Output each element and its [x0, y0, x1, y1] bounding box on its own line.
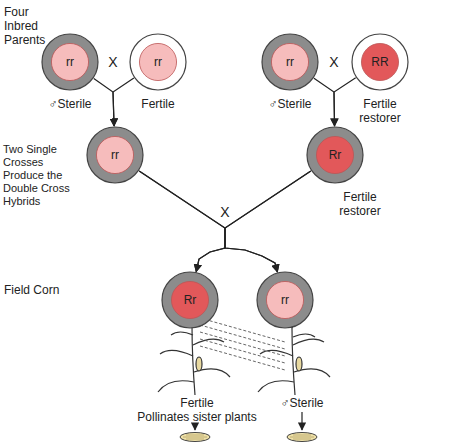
kernels: [183, 435, 207, 439]
genotype-label: rr: [261, 33, 319, 91]
cross-arrow: [94, 79, 114, 126]
annotation-text: Fertile: [167, 396, 227, 410]
cross-symbol: X: [103, 54, 123, 70]
leaves: [258, 334, 330, 392]
plant-stalk: [192, 325, 195, 395]
genotype-circle: Rr: [161, 271, 219, 329]
corn-ear: [180, 433, 210, 442]
cross-arrow: [225, 171, 311, 272]
genotype-circle: rr: [256, 271, 314, 329]
ear: [296, 357, 302, 371]
cross-arrow: [139, 171, 225, 272]
genotype-label: rr: [86, 126, 144, 184]
cytoplasm-ring: [42, 34, 98, 90]
cytoplasm-ring: [307, 127, 363, 183]
genotype-circle: RRFertile restorer: [351, 33, 409, 91]
pollen-line: [200, 346, 285, 370]
pollen-line: [200, 325, 285, 349]
genotype-circle: rrFertile: [129, 33, 187, 91]
pollen-line: [200, 339, 285, 363]
cross-arrow: [334, 78, 356, 126]
plant-stalk: [292, 328, 295, 395]
genotype-circle: rr: [86, 126, 144, 184]
cytoplasm-ring: [130, 34, 186, 90]
cytoplasm-ring: [352, 34, 408, 90]
corn-ear: [287, 433, 317, 442]
annotation-text: Pollinates sister plants: [112, 410, 282, 424]
genotype-circle: rr♂Sterile: [261, 33, 319, 91]
cytoplasm-ring: [87, 127, 143, 183]
plant-type-label: ♂Sterile: [255, 97, 325, 111]
cross-arrow: [196, 171, 311, 272]
genotype-circle: RrFertile restorer: [306, 126, 364, 184]
down-arrow: [301, 412, 302, 430]
corn-ear: [287, 433, 317, 442]
annotation-text: ♂Sterile: [267, 396, 337, 410]
cross-arrow: [314, 78, 335, 126]
pollen-flow: [200, 318, 285, 370]
ear: [196, 357, 202, 371]
genotype-label: Rr: [306, 126, 364, 184]
cross-symbol: X: [215, 204, 235, 220]
annotation-text: Four Inbred Parents: [4, 5, 54, 47]
plant-type-label: Fertile restorer: [330, 190, 390, 218]
annotation-text: Field Corn: [4, 283, 84, 297]
kernels: [290, 435, 314, 439]
cross-arrow: [139, 171, 277, 272]
corn-ear: [180, 433, 210, 442]
cytoplasm-ring: [262, 34, 318, 90]
leaves: [158, 332, 230, 392]
cytoplasm-ring: [162, 272, 218, 328]
genotype-label: RR: [351, 33, 409, 91]
genotype-label: rr: [256, 271, 314, 329]
annotation-text: Two Single Crosses Produce the Double Cr…: [3, 143, 85, 208]
genotype-label: rr: [129, 33, 187, 91]
cytoplasm-ring: [257, 272, 313, 328]
cross-arrow: [113, 78, 134, 126]
cross-symbol: X: [324, 54, 344, 70]
pollen-line: [200, 332, 285, 356]
genotype-label: Rr: [161, 271, 219, 329]
plant-type-label: Fertile: [123, 97, 193, 111]
sterile-corn-plant: [258, 317, 330, 395]
plant-type-label: ♂Sterile: [35, 97, 105, 111]
down-arrow: [194, 424, 195, 430]
plant-type-label: Fertile restorer: [350, 97, 410, 125]
genotype-circle: rr♂Sterile: [41, 33, 99, 91]
genotype-label: rr: [41, 33, 99, 91]
